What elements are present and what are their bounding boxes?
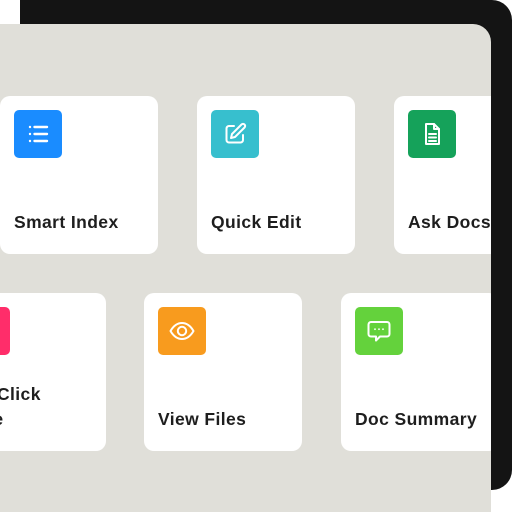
- list-icon: [14, 110, 62, 158]
- card-label: Smart Index: [14, 212, 119, 232]
- card-doc-summary[interactable]: Doc Summary: [341, 293, 491, 451]
- feature-grid-panel: Smart Index Quick Edit As: [0, 24, 491, 512]
- edit-icon: [211, 110, 259, 158]
- chat-bubble-icon: [355, 307, 403, 355]
- card-label: Ask Docs: [408, 212, 491, 232]
- card-label: Quick Edit: [211, 212, 302, 232]
- document-icon: [408, 110, 456, 158]
- card-quick-edit[interactable]: Quick Edit: [197, 96, 355, 254]
- card-label: Doc Summary: [355, 409, 478, 429]
- unknown-icon: [0, 307, 10, 355]
- eye-icon: [158, 307, 206, 355]
- card-label: View Files: [158, 409, 247, 429]
- card-smart-index[interactable]: Smart Index: [0, 96, 158, 254]
- card-ask-docs[interactable]: Ask Docs: [394, 96, 491, 254]
- card-view-files[interactable]: View Files: [144, 293, 302, 451]
- card-label: Clickete: [0, 384, 41, 429]
- card-one-click[interactable]: Clickete: [0, 293, 106, 451]
